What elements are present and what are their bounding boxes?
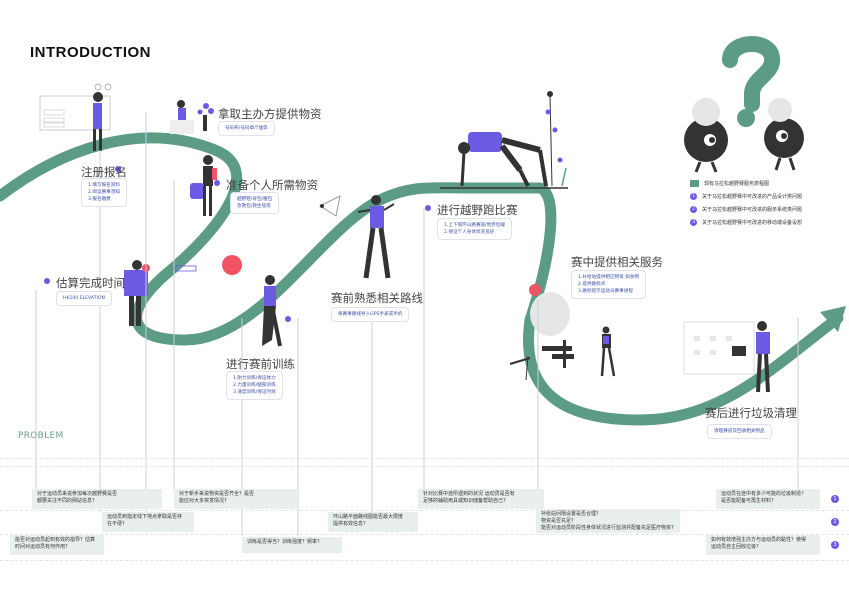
problem-line: 环山路平面路线图能否最大限度 [333, 514, 413, 521]
page-title: INTRODUCTION [30, 44, 151, 61]
stage-dot-race [425, 205, 431, 211]
race-illustration [440, 91, 568, 188]
problem-line: 运动员在途中有多少可能的垃圾制造？ [721, 491, 815, 498]
problem-cell: 能否对运动员起到有效的指导？估算 时间对运动员有何作用？ [10, 535, 104, 555]
problem-line: 对于新手来说物资是否齐全？是否 [179, 491, 293, 498]
stage-detail-estimate: HK100 ELEVATION [56, 291, 112, 306]
problem-label: PROBLEM [18, 431, 64, 441]
legend-item: 3 关于马拉松越野赛中可改进的移动端设备设想 [690, 219, 802, 226]
problem-cell: 补给站间隔设置是否合理？ 物资是否充足？ 能否对运动员阶段性身体状况进行监测并配… [536, 509, 680, 533]
problem-line: 足够的辅助用具或知识储备帮助自己? [423, 498, 539, 505]
legend-text: 关于马拉松越野赛中可改进的产品设计类问题 [702, 193, 802, 200]
legend-swatch [690, 180, 699, 187]
stage-detail-supplies: 号码布/号码章/T恤等 [218, 121, 275, 136]
problem-cell: 运动员到指定线下地点拿取是否存 在不便? [102, 512, 194, 532]
stage-title-route: 赛前熟悉相关路线 [331, 290, 423, 306]
problem-line: 时间对运动员有何作用？ [15, 544, 99, 551]
divider [0, 466, 849, 467]
problem-cell: 对于运动员来说参加每次越野赛是否 都要关注不同的网站信息？ [32, 489, 162, 509]
stage-detail-cleanup: 清理赛道及回收相关物品 [707, 424, 772, 439]
problem-cell: 对于新手来说物资是否齐全？是否 能应对大多突发情况? [174, 489, 298, 509]
problem-line: 如何有效增强主办方与运动员的黏性？使得 [711, 537, 815, 544]
prepare-illustration [190, 155, 217, 216]
problem-line: 训练是否得当？训练强度？频率？ [247, 539, 337, 546]
detail-line: 3.路标提示运动员赛事进程 [578, 288, 639, 295]
problem-line: 都要关注不同的网站信息？ [37, 498, 157, 505]
stage-title-estimate: 估算完成时间 [56, 275, 125, 291]
problem-line: 能否对运动员阶段性身体状况进行监测并配备充足医疗物资? [541, 525, 675, 532]
stage-title-training: 进行赛前训练 [226, 356, 295, 372]
detail-line: 3.报名缴费 [88, 196, 120, 203]
problem-line: 针对比赛中途所遇到的状况 运动员是否有 [423, 491, 539, 498]
detail-line: 1.耐力训练/保证体力 [233, 375, 276, 382]
divider [0, 458, 849, 459]
detail-line: 1.上下坡环山路赛道/地势险峻 [444, 222, 505, 229]
stage-title-cleanup: 赛后进行垃圾清理 [705, 405, 797, 421]
stage-detail-service: 1.补给站提供相应物资 如食物 2.提供路标点 3.路标提示运动员赛事进程 [571, 270, 646, 299]
problem-line: 运动员自主回收垃圾？ [711, 544, 815, 551]
detail-line: 3.速度训练/保证时效 [233, 389, 276, 396]
stage-dot-training [285, 316, 291, 322]
stage-detail-register: 1.填写报名资料 2.阅读赛事须知 3.报名缴费 [81, 178, 127, 207]
stage-dot-prepare [214, 180, 220, 186]
detail-line: 急救包/救生毯等 [237, 203, 272, 210]
legend-number: 2 [690, 206, 697, 213]
stage-detail-race: 1.上下坡环山路赛道/地势险峻 2.保证个人身体状况良好 [437, 218, 512, 240]
detail-line: 1.补给站提供相应物资 如食物 [578, 274, 639, 281]
legend-number: 3 [690, 219, 697, 226]
stage-title-service: 赛中提供相关服务 [571, 254, 663, 270]
detail-line: 将赛事路线导入GPS手表或手机 [338, 311, 402, 318]
problem-line: 物资是否充足？ [541, 518, 675, 525]
detail-line: 号码布/号码章/T恤等 [225, 125, 268, 132]
problem-line: 对于运动员来说参加每次越野赛是否 [37, 491, 157, 498]
problem-line: 在不便? [107, 521, 189, 528]
problem-line: 补给站间隔设置是否合理？ [541, 511, 675, 518]
problem-cell: 运动员在途中有多少可能的垃圾制造？ 是否能配备可再生材料？ [716, 489, 820, 509]
detail-line: 2.保证个人身体状况良好 [444, 229, 505, 236]
legend-title: 现有马拉松越野赛服务旅程图 [704, 180, 769, 187]
stage-detail-route: 将赛事路线导入GPS手表或手机 [331, 307, 409, 322]
detail-line: 清理赛道及回收相关物品 [714, 428, 765, 435]
stage-title-race: 进行越野跑比赛 [437, 202, 518, 218]
detail-line: HK100 ELEVATION [63, 295, 105, 302]
legend: 现有马拉松越野赛服务旅程图 1 关于马拉松越野赛中可改进的产品设计类问题 2 关… [690, 180, 802, 226]
legend-item: 2 关于马拉松越野赛中可改进的服务系统类问题 [690, 206, 802, 213]
divider [0, 560, 849, 561]
stage-detail-prepare: 越野鞋/背包/腰包 急救包/救生毯等 [230, 192, 279, 214]
legend-item: 1 关于马拉松越野赛中可改进的产品设计类问题 [690, 193, 802, 200]
problem-line: 能否对运动员起到有效的指导？估算 [15, 537, 99, 544]
stage-dot-supplies [208, 108, 214, 114]
question-characters-illustration [684, 44, 804, 172]
problem-line: 提供有效信息？ [333, 521, 413, 528]
legend-number: 1 [690, 193, 697, 200]
detail-line: 越野鞋/背包/腰包 [237, 196, 272, 203]
problem-line: 能应对大多突发情况? [179, 498, 293, 505]
supplies-illustration [170, 100, 209, 134]
detail-line: 2.提供路标点 [578, 281, 639, 288]
row-number-3: 3 [831, 541, 839, 549]
detail-line: 1.填写报名资料 [88, 182, 120, 189]
stage-detail-training: 1.耐力训练/保证体力 2.力量训练/腿部训练 3.速度训练/保证时效 [226, 371, 283, 400]
problem-cell: 针对比赛中途所遇到的状况 运动员是否有 足够的辅助用具或知识储备帮助自己? [418, 489, 544, 509]
detail-line: 2.力量训练/腿部训练 [233, 382, 276, 389]
legend-text: 关于马拉松越野赛中可改进的服务系统类问题 [702, 206, 802, 213]
divider [0, 510, 849, 511]
legend-title-row: 现有马拉松越野赛服务旅程图 [690, 180, 802, 187]
cleanup-illustration [684, 321, 770, 392]
problem-cell: 训练是否得当？训练强度？频率？ [242, 537, 342, 553]
problem-cell: 如何有效增强主办方与运动员的黏性？使得 运动员自主回收垃圾？ [706, 535, 820, 555]
row-number-1: 1 [831, 495, 839, 503]
stage-dot-estimate [44, 278, 50, 284]
row-number-2: 2 [831, 518, 839, 526]
problem-line: 运动员到指定线下地点拿取是否存 [107, 514, 189, 521]
stage-title-supplies: 拿取主办方提供物资 [218, 106, 322, 122]
problem-line: 是否能配备可再生材料？ [721, 498, 815, 505]
stage-title-prepare: 准备个人所需物资 [226, 177, 318, 193]
detail-line: 2.阅读赛事须知 [88, 189, 120, 196]
register-illustration [40, 84, 111, 151]
legend-text: 关于马拉松越野赛中可改进的移动端设备设想 [702, 219, 802, 226]
problem-cell: 环山路平面路线图能否最大限度 提供有效信息？ [328, 512, 418, 532]
